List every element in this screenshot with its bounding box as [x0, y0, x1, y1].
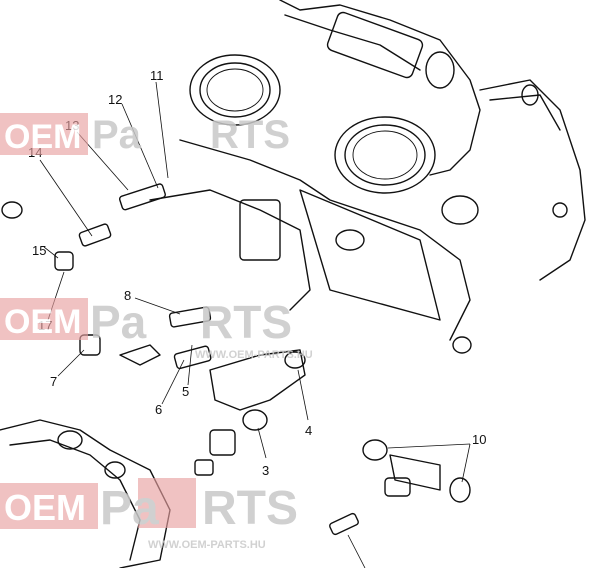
callout-3: 3	[262, 463, 269, 478]
svg-text:RTS: RTS	[202, 482, 298, 535]
callout-11: 11	[150, 68, 164, 83]
callout-4: 4	[305, 423, 312, 438]
svg-text:OEM: OEM	[4, 118, 81, 156]
svg-text:Pa: Pa	[90, 296, 147, 348]
svg-text:WWW.OEM-PARTS.HU: WWW.OEM-PARTS.HU	[195, 349, 313, 361]
callout-10: 10	[472, 432, 486, 447]
callout-7: 7	[50, 374, 57, 389]
svg-text:OEM: OEM	[4, 487, 86, 528]
svg-text:Pa: Pa	[100, 482, 159, 535]
callout-8: 8	[124, 288, 131, 303]
svg-text:RTS: RTS	[200, 296, 292, 348]
callout-15: 15	[32, 243, 46, 258]
callout-12: 12	[108, 92, 122, 107]
callout-6: 6	[155, 402, 162, 417]
svg-text:OEM: OEM	[4, 303, 81, 341]
svg-text:Pa: Pa	[92, 113, 142, 157]
watermark-middle: OEM Pa RTS WWW.OEM-PARTS.HU	[0, 296, 313, 361]
watermark-bottom: OEM Pa RTS WWW.OEM-PARTS.HU	[0, 478, 298, 551]
svg-text:WWW.OEM-PARTS.HU: WWW.OEM-PARTS.HU	[148, 539, 266, 551]
watermark-top: OEM Pa RTS	[0, 113, 290, 157]
callout-5: 5	[182, 384, 189, 399]
svg-text:RTS: RTS	[210, 113, 290, 157]
